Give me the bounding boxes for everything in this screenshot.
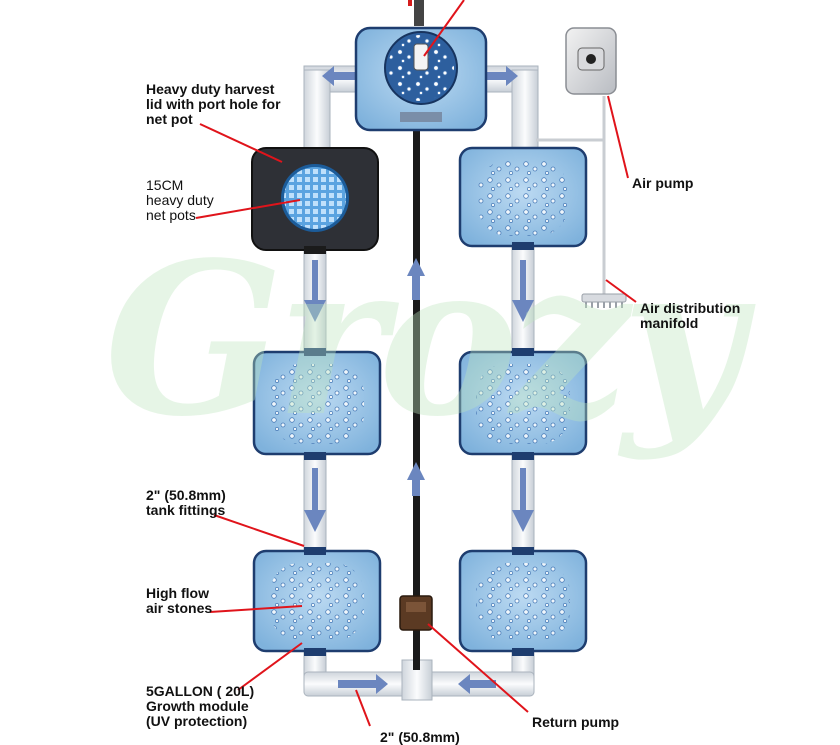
pointer-net-pots — [195, 199, 301, 219]
growth-tank-l2 — [252, 348, 382, 460]
flow-arrows — [304, 66, 534, 694]
arrow-right-bottom — [338, 674, 388, 694]
pointer-tank-fittings — [213, 514, 305, 547]
arrow-down-right-2 — [512, 468, 534, 532]
arrow-up-center-2 — [407, 462, 425, 496]
label-return-pump: Return pump — [532, 714, 620, 730]
arrow-left-bottom — [458, 674, 496, 694]
label-bottom-pipe: 2" (50.8mm) — [380, 729, 460, 745]
label-air-stones: High flow air stones — [146, 585, 213, 616]
label-harvest-lid: Heavy duty harvest lid with port hole fo… — [146, 81, 281, 127]
arrow-down-right-1 — [512, 260, 534, 322]
pointer-lines — [195, 0, 637, 727]
arrow-right-top — [478, 66, 518, 86]
label-air-pump: Air pump — [632, 175, 694, 191]
pointer-manifold — [605, 279, 637, 303]
pointer-air-pump — [607, 95, 629, 179]
top-left-riser — [303, 69, 331, 153]
pointer-growth-module — [237, 642, 303, 691]
air-pump — [565, 27, 617, 95]
top-control-tank — [354, 26, 488, 132]
return-line — [413, 110, 420, 670]
arrow-down-left-1 — [304, 260, 326, 322]
pointer-top-valve — [423, 0, 465, 57]
pointer-return-pump — [427, 623, 529, 713]
growth-tank-r2 — [458, 348, 588, 460]
dark-harvest-tank — [251, 147, 379, 254]
growth-tank-r3 — [458, 547, 588, 656]
return-pump — [399, 595, 433, 631]
label-growth-module: 5GALLON ( 20L) Growth module (UV protect… — [146, 683, 255, 729]
growth-tank-r1 — [458, 146, 588, 250]
watermark: Grozy — [104, 216, 743, 463]
arrow-down-left-2 — [304, 468, 326, 532]
top-right-riser — [511, 69, 539, 153]
pointer-harvest-lid — [199, 123, 283, 163]
inlet-valve — [408, 0, 424, 26]
growth-tank-l3 — [252, 547, 382, 656]
arrow-up-center-1 — [407, 258, 425, 300]
label-air-manifold: Air distribution manifold — [640, 300, 741, 331]
label-net-pots: 15CM heavy duty net pots — [146, 177, 214, 223]
pointer-air-stones — [209, 605, 303, 613]
label-tank-fittings: 2" (50.8mm) tank fittings — [146, 487, 226, 518]
pointer-bottom-pipe — [355, 689, 371, 727]
air-line — [536, 96, 606, 296]
air-distribution-manifold — [581, 293, 627, 308]
arrow-left-top — [322, 66, 362, 86]
